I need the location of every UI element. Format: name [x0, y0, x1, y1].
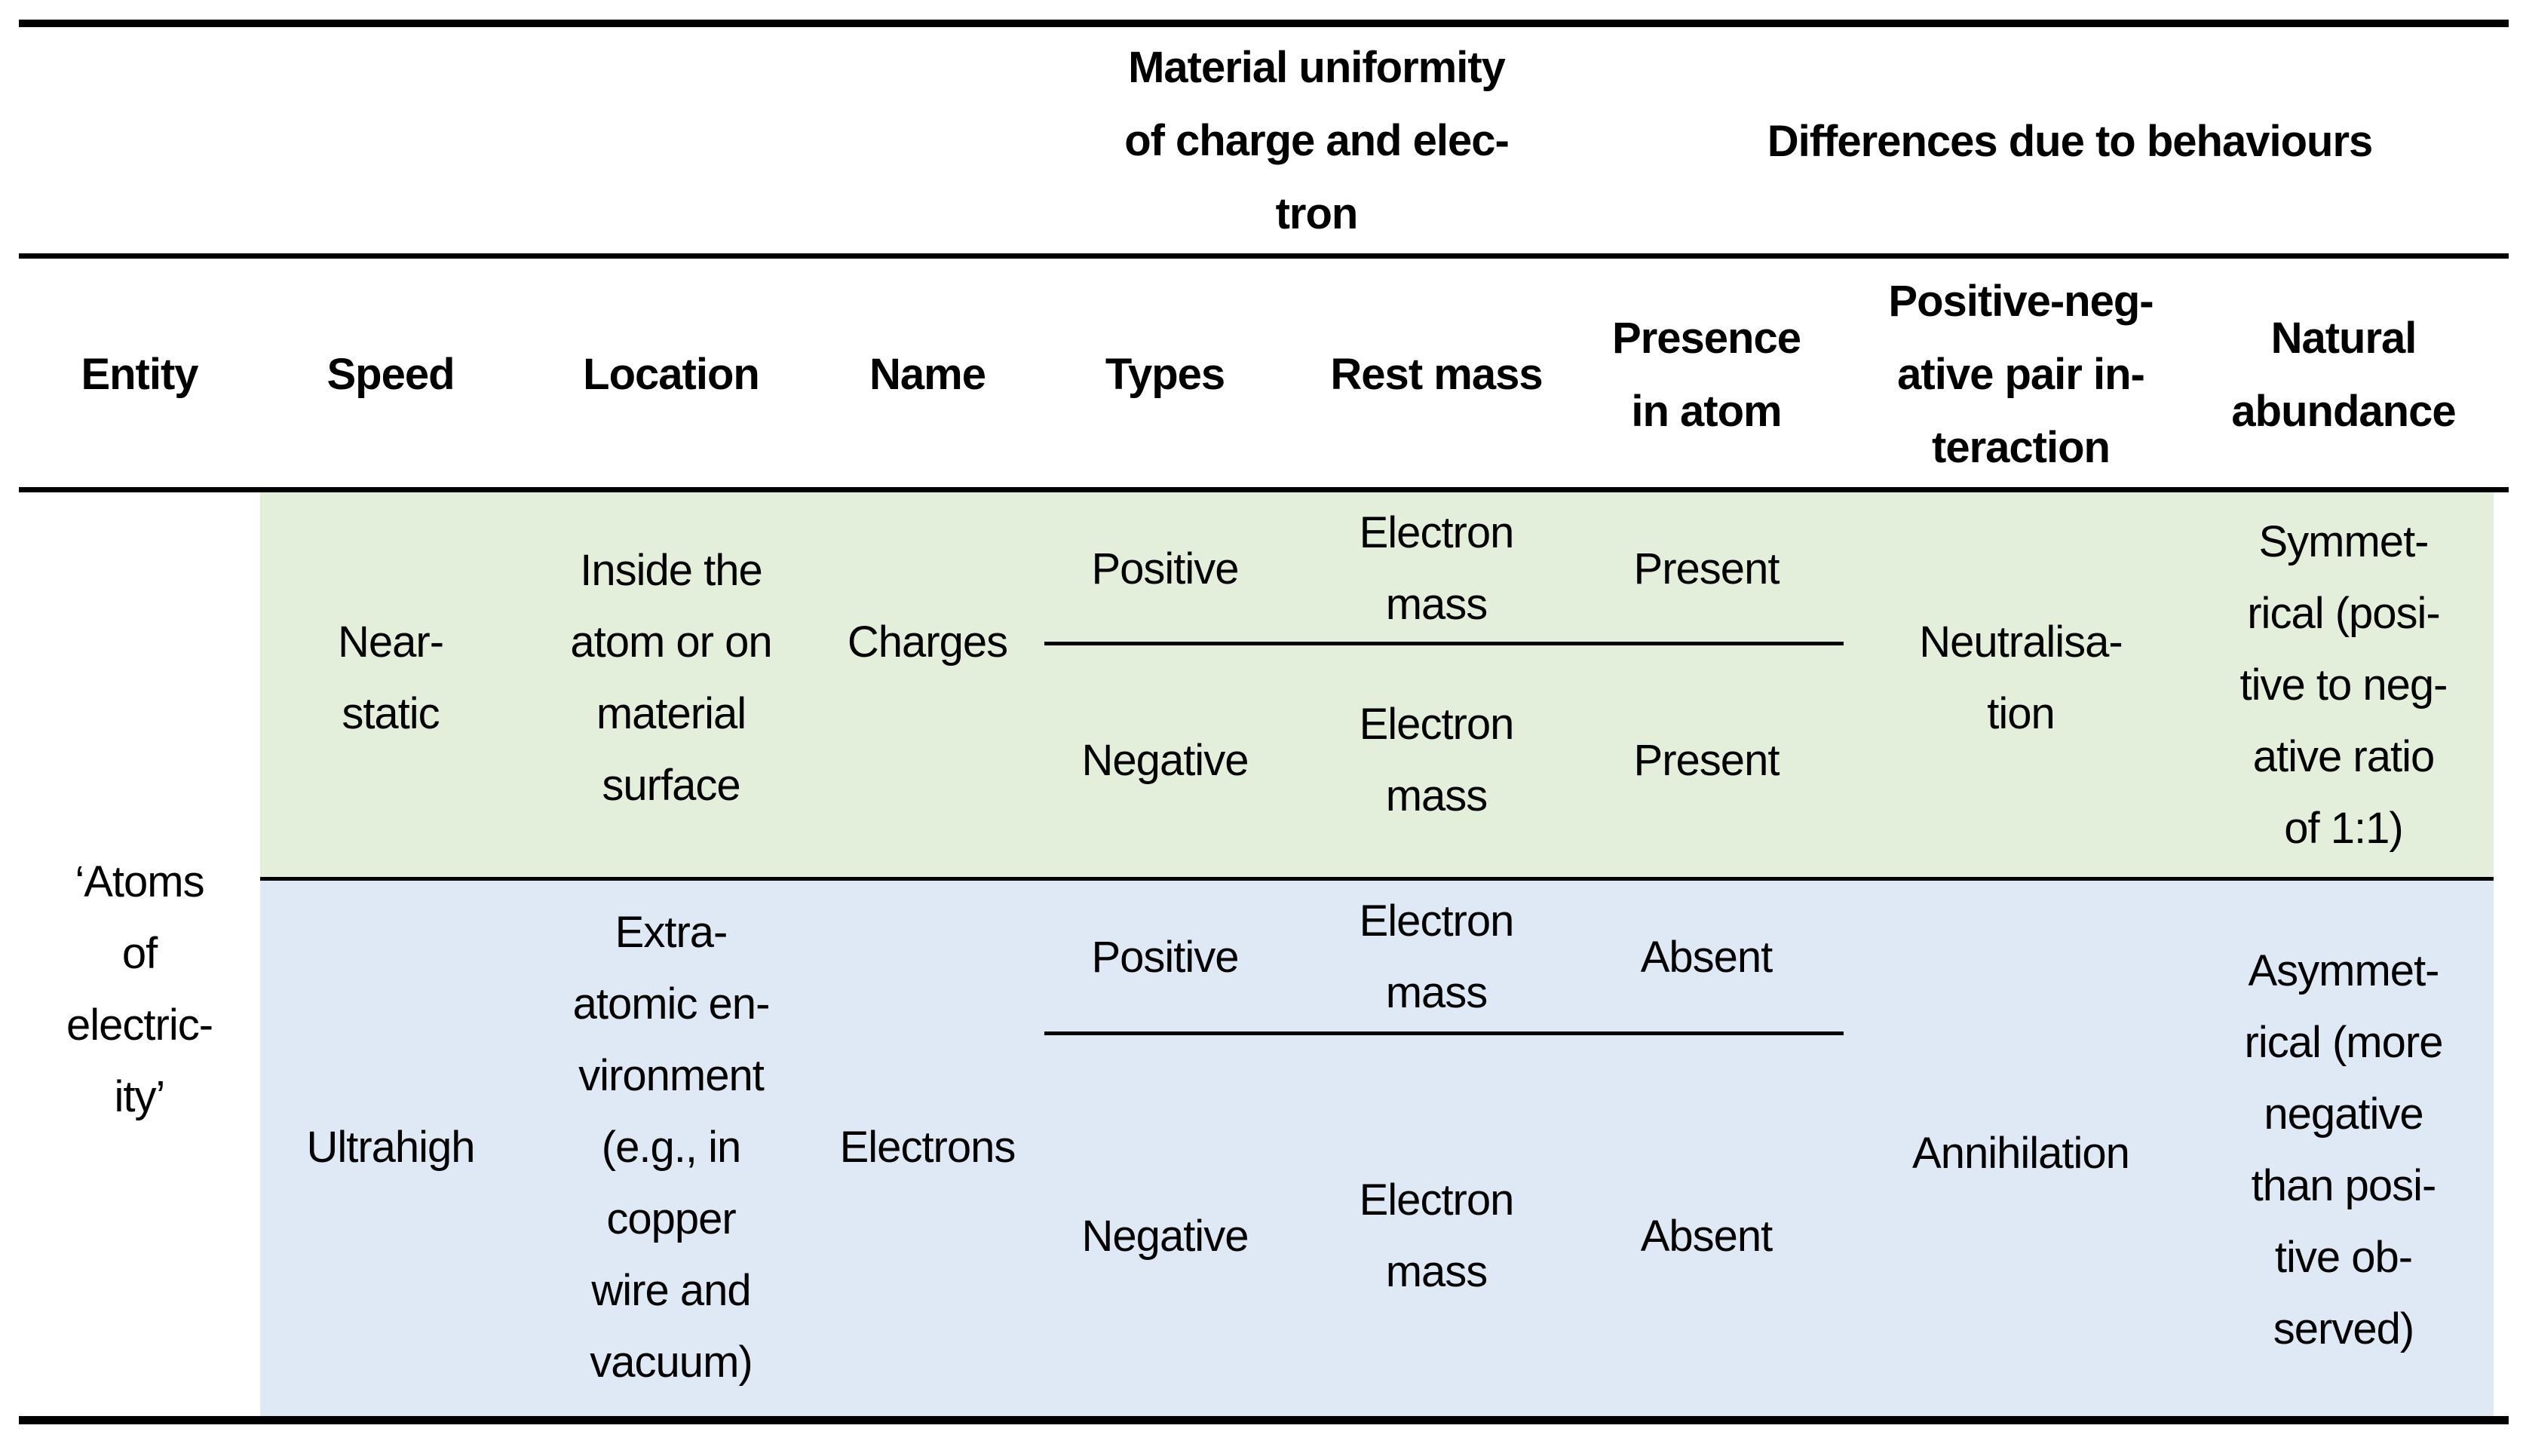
cell-line: surface — [602, 761, 740, 810]
column-header-pair-interaction: Positive-neg- ative pair in- teraction — [1888, 265, 2154, 484]
electrons-positive-negative-divider — [1044, 1031, 1844, 1035]
electrons-interaction-cell: Annihilation — [1912, 1129, 2130, 1178]
column-header-line: in atom — [1631, 387, 1782, 436]
cell-line: static — [342, 689, 440, 738]
charges-positive-negative-divider — [1044, 642, 1844, 645]
cell-line: Neutralisa- — [1919, 618, 2123, 667]
electrons-negative-type-cell: Negative — [1081, 1212, 1249, 1261]
charges-location-cell: Inside the atom or on material surface — [570, 535, 772, 821]
cell-line: wire and — [591, 1266, 751, 1315]
cell-line: material — [596, 689, 746, 738]
group-header-material-uniformity: Material uniformity of charge and elec- … — [1124, 31, 1510, 250]
entity-cell-line: ity’ — [114, 1072, 166, 1121]
cell-line: tion — [1987, 689, 2055, 738]
cell-line: Extra- — [615, 908, 728, 957]
cell-line: vironment — [578, 1051, 765, 1100]
cell-line: ative ratio — [2252, 732, 2435, 781]
charges-row-background — [260, 492, 2494, 877]
charges-negative-rest-mass-cell: Electron mass — [1359, 688, 1515, 832]
cell-line: Electron — [1359, 897, 1515, 946]
electrons-row-background — [260, 881, 2494, 1416]
electrons-negative-rest-mass-cell: Electron mass — [1359, 1164, 1515, 1307]
charges-abundance-cell: Symmet- rical (posi- tive to neg- ative … — [2240, 506, 2448, 864]
column-header-line: Positive-neg- — [1888, 277, 2154, 326]
charges-negative-type-cell: Negative — [1081, 736, 1249, 785]
table-bottom-rule — [19, 1416, 2509, 1424]
charges-interaction-cell: Neutralisa- tion — [1919, 606, 2123, 749]
electrons-speed-cell: Ultrahigh — [306, 1123, 475, 1172]
column-header-speed: Speed — [326, 350, 455, 399]
charges-name-cell: Charges — [847, 618, 1008, 667]
cell-line: atom or on — [570, 618, 772, 667]
column-header-location: Location — [583, 350, 760, 399]
cell-line: Near- — [337, 618, 444, 667]
charges-positive-presence-cell: Present — [1633, 544, 1780, 593]
electrons-positive-presence-cell: Absent — [1640, 933, 1773, 982]
cell-line: Asymmet- — [2248, 946, 2439, 995]
cell-line: negative — [2264, 1090, 2423, 1139]
cell-line: vacuum) — [590, 1338, 753, 1387]
cell-line: tive to neg- — [2239, 661, 2448, 710]
rule-between-row-groups — [260, 877, 2494, 881]
cell-line: Electron — [1359, 508, 1515, 557]
electrons-location-cell: Extra- atomic en- vironment (e.g., in co… — [572, 897, 771, 1398]
column-header-natural-abundance: Natural abundance — [2231, 302, 2456, 448]
column-header-rest-mass: Rest mass — [1330, 350, 1543, 399]
column-header-line: teraction — [1932, 423, 2111, 472]
electrons-positive-rest-mass-cell: Electron mass — [1359, 885, 1515, 1028]
column-header-name: Name — [869, 350, 986, 399]
entity-cell-line: electric- — [66, 1001, 213, 1050]
column-header-types: Types — [1105, 350, 1225, 399]
cell-line: Electron — [1359, 1176, 1515, 1225]
cell-line: than posi- — [2251, 1161, 2437, 1210]
rule-below-group-headers — [19, 253, 2509, 259]
charges-positive-rest-mass-cell: Electron mass — [1359, 497, 1515, 640]
cell-line: rical (posi- — [2247, 589, 2440, 638]
group-header-differences: Differences due to behaviours — [1767, 117, 2374, 166]
cell-line: mass — [1385, 968, 1488, 1017]
column-header-line: ative pair in- — [1897, 350, 2145, 399]
table-top-rule — [19, 20, 2509, 27]
electrons-abundance-cell: Asymmet- rical (more negative than posi-… — [2244, 935, 2444, 1365]
entity-cell-line: of — [121, 929, 158, 978]
cell-line: served) — [2273, 1304, 2414, 1353]
cell-line: Electron — [1359, 700, 1515, 749]
rule-below-column-headers — [19, 487, 2509, 492]
electrons-negative-presence-cell: Absent — [1640, 1212, 1773, 1261]
cell-line: Inside the — [580, 546, 763, 595]
group-header-line: tron — [1275, 189, 1359, 238]
cell-line: of 1:1) — [2284, 804, 2403, 853]
electrons-name-cell: Electrons — [839, 1123, 1016, 1172]
entity-cell-atoms-of-electricity: ‘Atoms of electric- ity’ — [66, 846, 213, 1133]
column-header-entity: Entity — [81, 350, 198, 399]
cell-line: rical (more — [2244, 1018, 2444, 1067]
column-header-line: Natural — [2270, 314, 2417, 363]
charges-positive-type-cell: Positive — [1091, 544, 1239, 593]
cell-line: tive ob- — [2274, 1233, 2413, 1282]
column-header-line: abundance — [2231, 387, 2456, 436]
column-header-presence-in-atom: Presence in atom — [1612, 302, 1801, 448]
cell-line: atomic en- — [572, 979, 771, 1028]
cell-line: mass — [1385, 580, 1488, 629]
charges-speed-cell: Near- static — [337, 606, 444, 749]
group-header-line: of charge and elec- — [1124, 116, 1510, 165]
electrons-positive-type-cell: Positive — [1091, 933, 1239, 982]
cell-line: Symmet- — [2258, 517, 2429, 566]
cell-line: mass — [1385, 771, 1488, 820]
column-header-line: Presence — [1612, 314, 1801, 363]
cell-line: copper — [606, 1194, 736, 1243]
entity-cell-line: ‘Atoms — [75, 857, 204, 906]
group-header-line: Material uniformity — [1128, 43, 1506, 92]
cell-line: mass — [1385, 1247, 1488, 1296]
cell-line: (e.g., in — [601, 1123, 741, 1172]
charges-negative-presence-cell: Present — [1633, 736, 1780, 785]
